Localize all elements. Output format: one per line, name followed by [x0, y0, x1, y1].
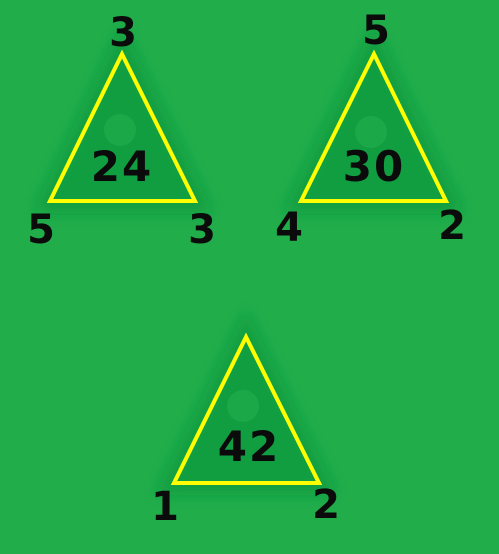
triangle-1-right-number: 3: [188, 207, 216, 253]
triangle-3: [170, 332, 323, 485]
triangle-2-top-number: 5: [362, 8, 390, 54]
triangle-1-center-number: 24: [90, 142, 154, 191]
triangle-1: [46, 49, 199, 203]
triangle-2: [297, 49, 450, 203]
triangle-2-left-number: 4: [275, 205, 303, 251]
triangle-2-right-number: 2: [438, 203, 466, 249]
triangle-3-center-number: 42: [217, 422, 281, 471]
triangle-3-left-number: 1: [151, 484, 179, 530]
triangle-2-center-number: 30: [342, 142, 406, 191]
triangle-3-right-number: 2: [312, 482, 340, 528]
triangle-1-top-number: 3: [109, 10, 137, 56]
triangle-1-left-number: 5: [27, 207, 55, 253]
silhouette-decor: [104, 114, 387, 422]
